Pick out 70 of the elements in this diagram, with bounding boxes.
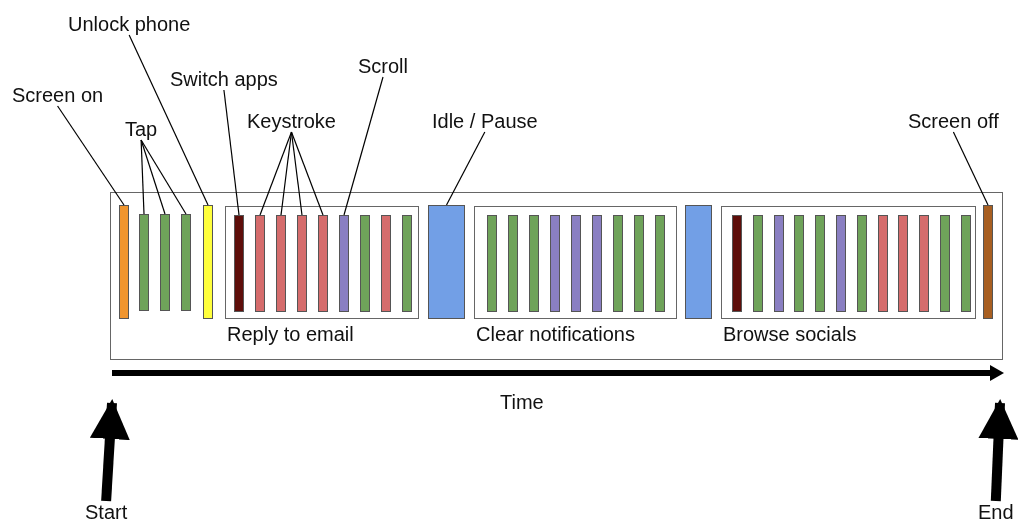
activity-bar xyxy=(592,215,602,312)
activity-bar xyxy=(139,214,149,311)
activity-bar xyxy=(732,215,742,312)
annotation-label: Screen on xyxy=(12,84,104,106)
leader-line xyxy=(290,131,324,216)
activity-bar xyxy=(297,215,307,312)
activity-bar xyxy=(550,215,560,312)
activity-bar xyxy=(634,215,644,312)
annotation-label: End xyxy=(978,501,1014,523)
activity-bar xyxy=(685,205,712,319)
activity-bar xyxy=(815,215,826,312)
activity-bar xyxy=(318,215,328,312)
activity-bar xyxy=(428,205,465,319)
annotation-label: Unlock phone xyxy=(68,13,191,35)
activity-bar xyxy=(919,215,930,312)
session-box xyxy=(474,206,677,319)
annotation-label: Idle / Pause xyxy=(432,110,538,132)
session-box xyxy=(721,206,976,319)
annotation-label: Scroll xyxy=(358,55,408,77)
annotation-label: Switch apps xyxy=(170,68,278,90)
leader-line xyxy=(280,131,293,216)
activity-bar xyxy=(360,215,370,312)
activity-bar xyxy=(877,215,888,312)
activity-bar xyxy=(773,215,784,312)
leader-line xyxy=(290,131,303,216)
activity-bar xyxy=(402,215,412,312)
activity-bar xyxy=(255,215,265,312)
activity-bar xyxy=(487,215,497,312)
leader-line xyxy=(445,131,486,206)
leader-line xyxy=(128,34,209,206)
axis-label: Time xyxy=(500,391,544,413)
annotation-label: Keystroke xyxy=(247,110,336,132)
activity-bar xyxy=(856,215,867,312)
activity-bar xyxy=(655,215,665,312)
leader-line xyxy=(343,76,384,216)
activity-bar xyxy=(529,215,539,312)
leader-line xyxy=(140,139,187,215)
session-label: Clear notifications xyxy=(476,323,635,345)
timeline-box xyxy=(110,192,1003,360)
activity-bar xyxy=(160,214,170,311)
arrow xyxy=(978,399,1019,502)
session-label: Reply to email xyxy=(227,323,354,345)
annotation-label: Screen off xyxy=(908,110,999,132)
activity-bar xyxy=(983,205,993,319)
activity-bar xyxy=(613,215,623,312)
activity-bar xyxy=(508,215,518,312)
activity-bar xyxy=(203,205,213,319)
activity-bar xyxy=(181,214,191,311)
session-box xyxy=(225,206,419,319)
activity-bar xyxy=(234,215,244,312)
activity-bar xyxy=(339,215,349,312)
annotation-label: Start xyxy=(85,501,128,523)
activity-bar xyxy=(836,215,846,312)
leader-line xyxy=(140,139,166,215)
activity-bar xyxy=(794,215,805,312)
leader-line xyxy=(259,131,293,216)
activity-bar xyxy=(571,215,581,312)
session-label: Browse socials xyxy=(723,323,857,345)
leader-line xyxy=(57,105,125,206)
annotation-label: Tap xyxy=(125,118,158,140)
activity-bar xyxy=(960,215,971,312)
activity-bar xyxy=(898,215,909,312)
activity-bar xyxy=(276,215,286,312)
activity-bar xyxy=(381,215,391,312)
arrow xyxy=(89,399,130,502)
leader-line xyxy=(223,89,240,216)
activity-bar xyxy=(119,205,129,319)
activity-bar xyxy=(940,215,950,312)
leader-line xyxy=(140,139,145,215)
activity-bar xyxy=(752,215,763,312)
